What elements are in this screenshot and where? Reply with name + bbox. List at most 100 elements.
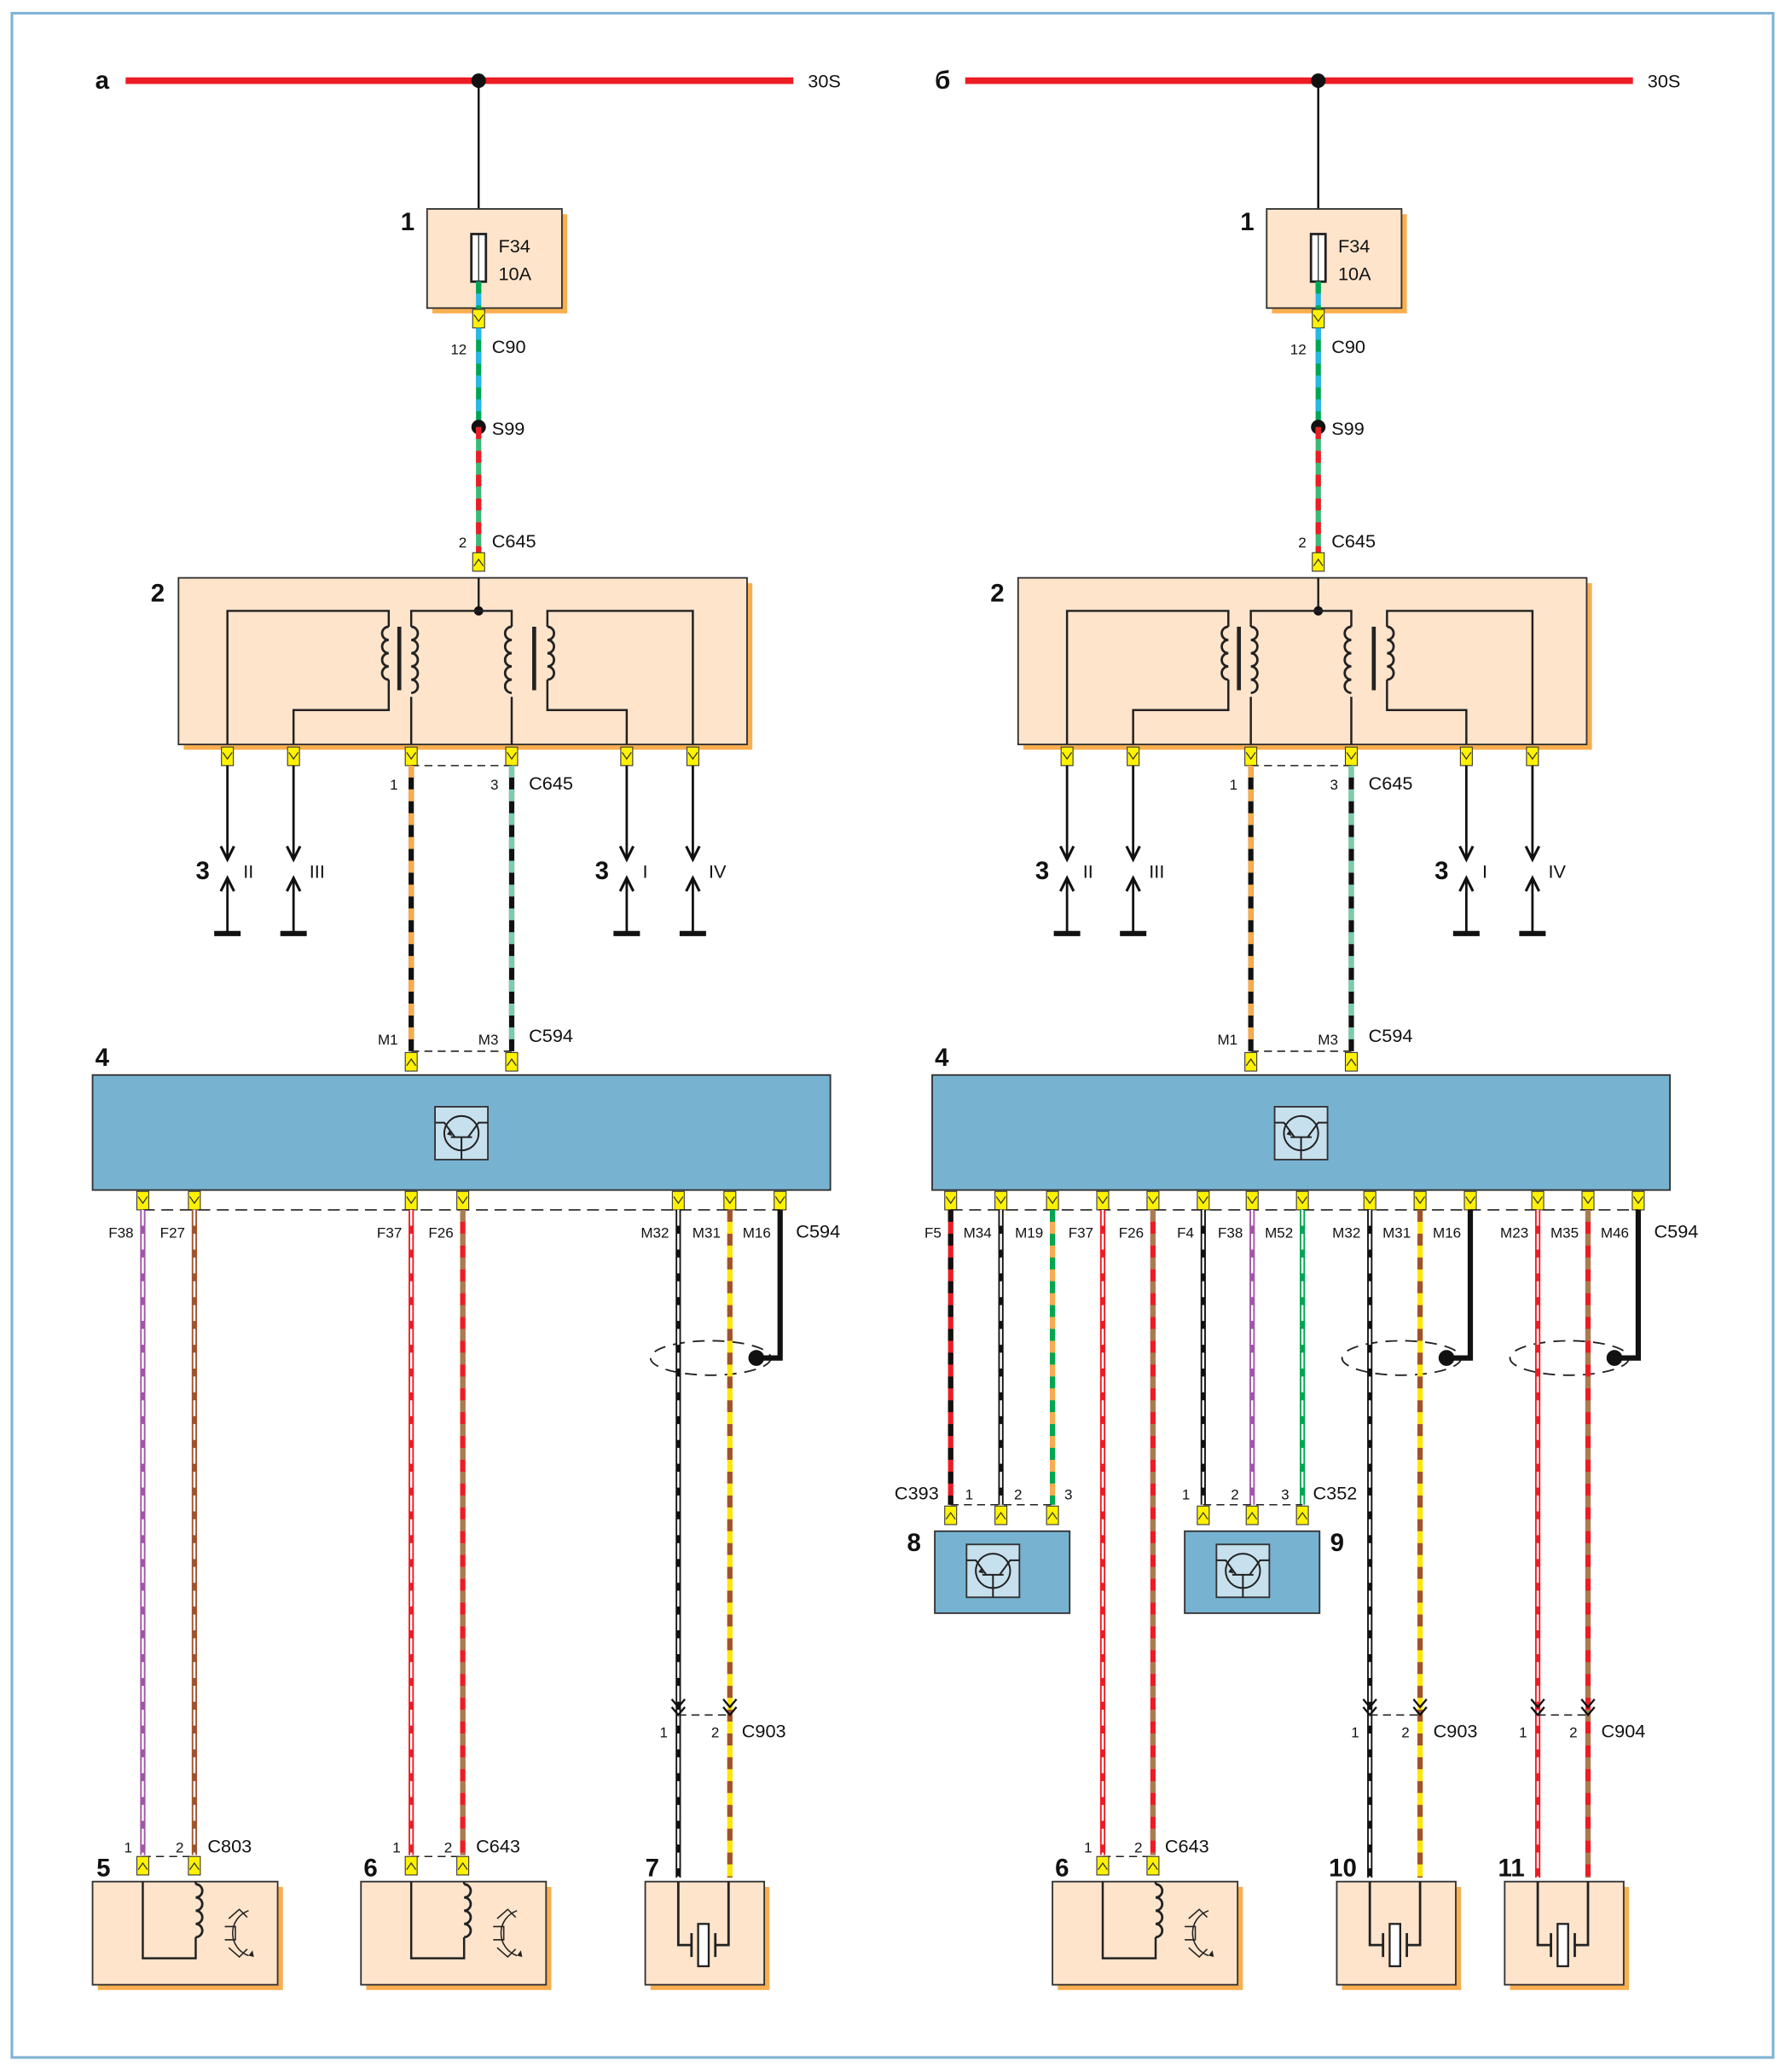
connector-body: [1459, 746, 1473, 767]
box-body: [1017, 576, 1588, 745]
rotation-arrow-icon: [517, 1950, 523, 1958]
pin-label: M23: [1500, 1224, 1528, 1241]
connector-body: [472, 552, 485, 572]
connector-body: [404, 1855, 418, 1876]
arrow-head: [447, 1130, 453, 1137]
connector-c643-2: [1146, 1855, 1160, 1876]
ignition-coil-unit: [177, 576, 753, 750]
chevron-down-icon: [457, 1196, 468, 1205]
coil-winding: [1155, 1883, 1164, 1939]
fuse-box-1: [1266, 208, 1407, 314]
chevron-down-icon: [1533, 1196, 1544, 1205]
pin-label: M35: [1550, 1224, 1579, 1241]
spark-plug-number: 3: [1434, 857, 1448, 885]
connector-c352-3: [1295, 1505, 1309, 1525]
secondary-left-inner: [292, 680, 391, 745]
piezo-crystal-icon: [1556, 1923, 1569, 1968]
connector-label-c645: C645: [1331, 530, 1376, 552]
connector-label-c594: C594: [1369, 1025, 1413, 1046]
connector-body: [221, 746, 235, 767]
connector-body: [1463, 1190, 1477, 1211]
icon-lines: [1274, 1121, 1328, 1160]
component-number: 4: [935, 1044, 949, 1072]
connector-body: [1312, 552, 1325, 572]
chevron-down-icon: [188, 1196, 200, 1205]
connector-body: [136, 1190, 149, 1211]
chevron-down-icon: [1047, 1196, 1058, 1205]
chevron-up-icon: [1346, 1058, 1357, 1067]
connector-c594-F37: [404, 1190, 418, 1211]
connector-label-c90: C90: [1331, 336, 1365, 357]
component-number: 1: [401, 208, 414, 236]
pin-number: 2: [1298, 535, 1306, 551]
icon-lines: [966, 1559, 1020, 1598]
sensor-loop: [409, 1881, 466, 1959]
connector-c594-F38: [1245, 1190, 1259, 1211]
coil-winding: [464, 1883, 472, 1939]
pin-number: 2: [1134, 1840, 1142, 1856]
panel-label: а: [96, 67, 110, 95]
coil-winding: [547, 625, 555, 681]
connector-c594-M23: [1531, 1190, 1544, 1211]
icon-lines: [435, 1121, 489, 1160]
coil-winding: [410, 625, 420, 694]
pin-number: 2: [444, 1840, 452, 1856]
chevron-down-icon: [406, 1196, 417, 1205]
connector-body: [1344, 746, 1358, 767]
chevron-down-icon: [1098, 1196, 1108, 1205]
sensor-5: [91, 1880, 283, 1990]
box-body: [426, 208, 563, 310]
connector-body: [188, 1190, 201, 1211]
chevron-down-icon: [621, 752, 632, 761]
shield-drain-wire: [756, 1209, 783, 1361]
chevron-down-icon: [995, 1196, 1006, 1205]
connector-c645-out: [1127, 746, 1140, 767]
connector-c645-out: [404, 746, 418, 767]
arrow-down-icon: [1059, 845, 1075, 863]
sensor-9: [1184, 1530, 1321, 1614]
connector-body: [1197, 1505, 1210, 1525]
pin-number: 2: [1569, 1725, 1577, 1741]
connector-c645-out: [1526, 746, 1539, 767]
connector-body: [1244, 746, 1258, 767]
connector-c352-1: [1197, 1505, 1210, 1525]
chevron-down-icon: [1147, 1196, 1158, 1205]
shield-drain-wire: [1614, 1209, 1642, 1361]
connector-body: [1244, 1051, 1258, 1072]
connector-body: [994, 1190, 1008, 1211]
connector-c594-M32: [671, 1190, 685, 1211]
connector-body: [404, 1051, 418, 1072]
pin-label: M1: [378, 1032, 398, 1048]
chevron-up-icon: [1098, 1861, 1108, 1871]
pin-number: 3: [1281, 1487, 1289, 1503]
spark-plug-number: 3: [1035, 857, 1049, 885]
chevron-up-icon: [1297, 1511, 1308, 1520]
connector-c803-1: [136, 1855, 149, 1876]
component-number: 5: [96, 1854, 110, 1882]
piezo-crystal-icon: [1388, 1923, 1402, 1968]
pin-number: 12: [450, 342, 467, 358]
spark-plug-number: 3: [595, 857, 609, 885]
chevron-up-icon: [1247, 1511, 1258, 1520]
chevron-down-icon: [1346, 752, 1357, 761]
pin-label: M52: [1265, 1224, 1293, 1241]
pcm-module: [931, 1074, 1672, 1191]
chevron-down-icon: [1415, 1196, 1426, 1205]
gear-wheel-icon: [1185, 1908, 1209, 1959]
connector-c803-2: [188, 1855, 201, 1876]
chevron-up-icon: [1245, 1058, 1256, 1067]
pin-label: F38: [1218, 1224, 1243, 1241]
connector-c643-1: [404, 1855, 418, 1876]
secondary-right-inner: [1386, 680, 1468, 745]
chevron-down-icon: [406, 752, 417, 761]
transistor-icon: [965, 1543, 1021, 1599]
pin-number: 1: [125, 1840, 132, 1856]
component-number: 4: [96, 1044, 110, 1072]
connector-body: [686, 746, 699, 767]
chevron-down-icon: [288, 752, 299, 761]
pin-number: 1: [965, 1487, 973, 1503]
chevron-up-icon: [457, 1861, 468, 1871]
component-number: 2: [151, 580, 165, 608]
connector-c645-in: [1312, 552, 1325, 572]
connector-body: [287, 746, 300, 767]
